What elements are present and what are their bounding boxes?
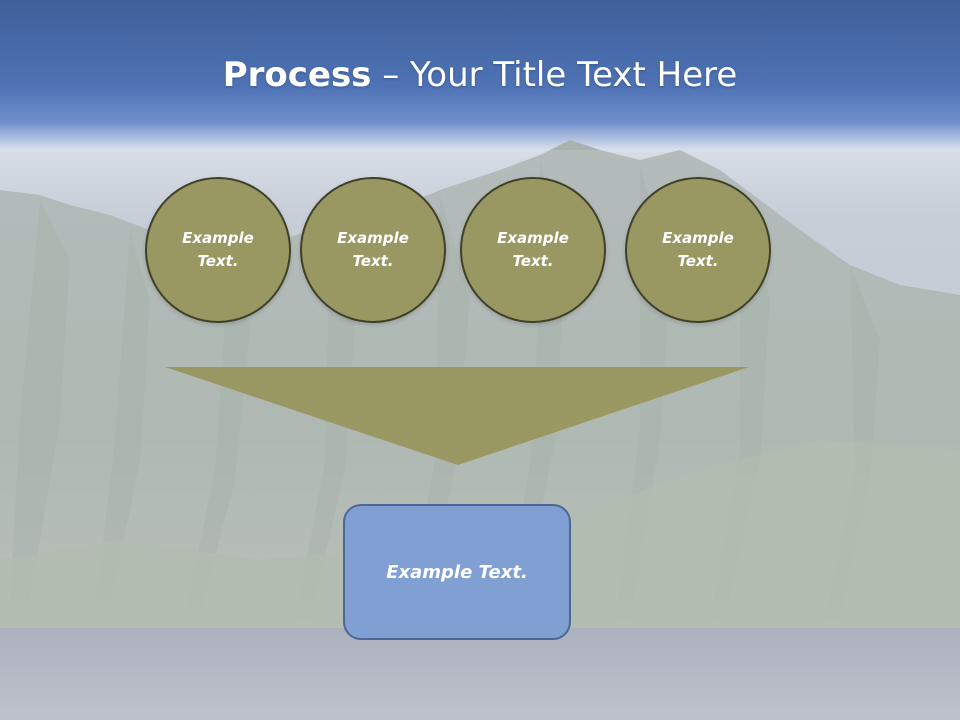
slide-title: Process – Your Title Text Here: [0, 52, 960, 98]
funnel-triangle[interactable]: [165, 367, 749, 467]
result-box[interactable]: Example Text.: [343, 504, 571, 640]
circle-label-line2: Text.: [677, 252, 719, 270]
circle-label-line1: Example: [662, 229, 734, 247]
circle-label-line2: Text.: [197, 252, 239, 270]
title-rest: – Your Title Text Here: [371, 55, 738, 95]
circle-label-line2: Text.: [352, 252, 394, 270]
circle-label-line1: Example: [182, 229, 254, 247]
circle-label-line1: Example: [497, 229, 569, 247]
circle-label-line1: Example: [337, 229, 409, 247]
circle-label-line2: Text.: [512, 252, 554, 270]
result-box-label: Example Text.: [386, 561, 528, 583]
title-bold: Process: [222, 55, 372, 95]
